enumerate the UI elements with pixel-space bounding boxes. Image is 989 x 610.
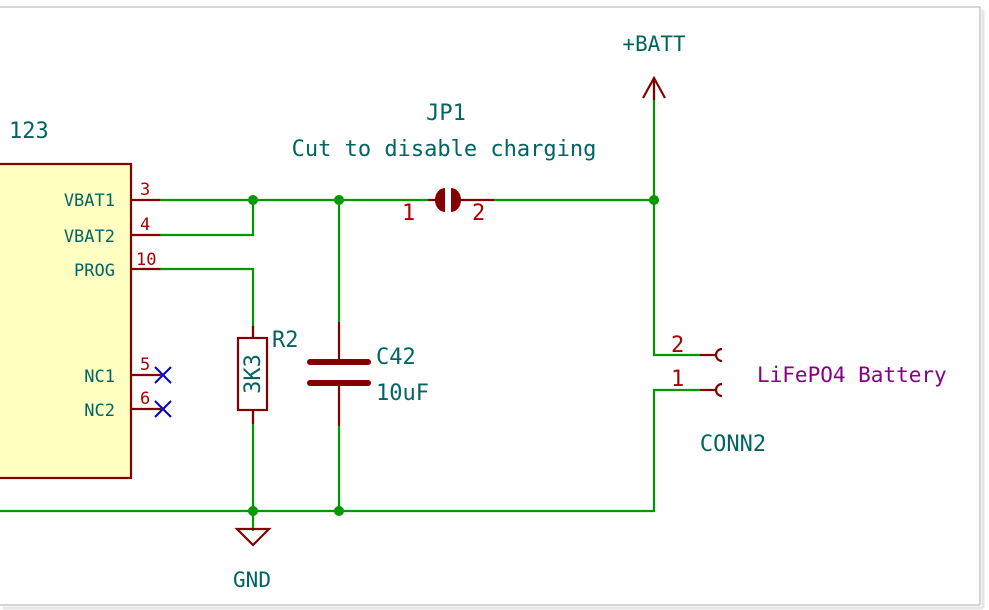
jumper-jp1[interactable]: JP1 Cut to disable charging 1 2 (292, 101, 597, 226)
capacitor-value: 10uF (376, 381, 429, 406)
gnd-triangle (234, 527, 272, 547)
jumper-reference: JP1 (426, 101, 466, 126)
conn-pin-number-2: 2 (671, 333, 684, 358)
ic-symbol[interactable]: 123 VBAT1 VBAT2 PROG NC1 NC2 3 4 10 5 6 (0, 119, 172, 480)
junctions (248, 195, 659, 516)
ic-pin-number-4: 4 (140, 215, 150, 235)
junction-cap-top (334, 195, 344, 205)
ic-body[interactable] (0, 162, 133, 480)
ic-pin-name-vbat2: VBAT2 (64, 227, 115, 247)
resistor-reference: R2 (272, 328, 299, 353)
no-connect-marker-nc1 (154, 366, 172, 384)
resistor-r2[interactable]: 3K3 R2 (236, 326, 299, 424)
batt-label: +BATT (622, 32, 686, 56)
resistor-value: 3K3 (241, 354, 266, 394)
jumper-pad-right (451, 188, 461, 212)
gnd-power-symbol[interactable]: GND (233, 527, 272, 592)
batt-power-symbol[interactable]: +BATT (622, 32, 686, 100)
capacitor-reference: C42 (376, 345, 416, 370)
conn-pin-number-1: 1 (671, 367, 684, 392)
capacitor-c42[interactable]: C42 10uF (307, 322, 429, 426)
junction-batt (649, 195, 659, 205)
ic-reference: 123 (9, 119, 49, 144)
no-connect-marker-nc2 (154, 400, 172, 418)
jumper-pin-2: 2 (472, 201, 485, 226)
wire-batt-to-conn-pin2 (652, 76, 702, 357)
jumper-pad-left (435, 188, 445, 212)
gnd-label: GND (233, 568, 271, 592)
wire-vbat2 (159, 198, 255, 237)
jumper-pin-1: 1 (402, 201, 415, 226)
conn-description: LiFePO4 Battery (757, 363, 947, 387)
ic-pin-number-10: 10 (136, 250, 156, 270)
resistor-body (236, 336, 269, 412)
ic-pin-name-nc2: NC2 (84, 401, 115, 421)
connector-conn2[interactable]: 2 1 LiFePO4 Battery CONN2 (671, 333, 947, 457)
ic-pin-name-nc1: NC1 (84, 367, 115, 387)
wire-prog-to-r2 (159, 267, 255, 340)
ic-pin-number-6: 6 (140, 389, 150, 409)
conn-reference: CONN2 (700, 432, 766, 457)
conn-pin1-socket (714, 382, 723, 398)
wires (0, 76, 702, 532)
ic-pin-number-3: 3 (140, 180, 150, 200)
conn-pin2-socket (714, 347, 723, 363)
ic-pin-name-vbat1: VBAT1 (64, 191, 115, 211)
jumper-note: Cut to disable charging (292, 137, 597, 162)
junction-gnd-r2 (248, 506, 258, 516)
junction-gnd-cap (334, 506, 344, 516)
batt-arrow-head (642, 75, 666, 99)
junction-vbat (248, 195, 258, 205)
ic-pin-name-prog: PROG (74, 261, 115, 281)
ic-pin-number-5: 5 (140, 355, 150, 375)
wire-gnd-bus (0, 388, 702, 513)
